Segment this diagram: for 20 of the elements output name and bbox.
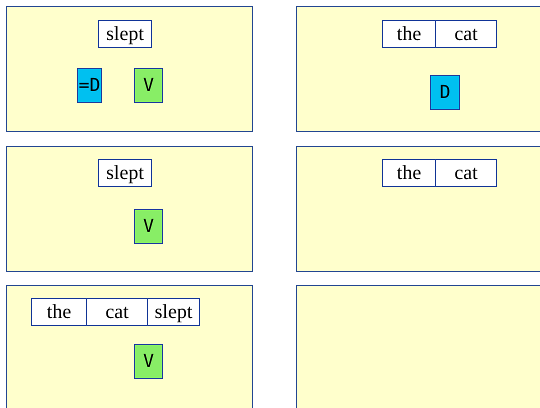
derivation-panel xyxy=(6,285,253,408)
derivation-panel xyxy=(6,146,253,272)
feature-tile: V xyxy=(134,209,163,244)
derivation-panel xyxy=(296,6,540,132)
word-tile: cat xyxy=(435,159,497,187)
word-tile: the xyxy=(31,298,87,326)
derivation-panel xyxy=(296,146,540,272)
feature-tile: D xyxy=(430,75,460,110)
word-tile: the xyxy=(382,20,436,48)
feature-tile: =D xyxy=(77,68,102,103)
word-tile: cat xyxy=(86,298,148,326)
feature-tile: V xyxy=(134,68,163,103)
word-tile: slept xyxy=(147,298,200,326)
derivation-panel xyxy=(6,6,253,132)
word-tile: slept xyxy=(98,159,152,187)
derivation-panel xyxy=(296,285,540,408)
word-tile: cat xyxy=(435,20,497,48)
word-tile: the xyxy=(382,159,436,187)
feature-tile: V xyxy=(134,344,163,379)
word-tile: slept xyxy=(98,20,152,48)
